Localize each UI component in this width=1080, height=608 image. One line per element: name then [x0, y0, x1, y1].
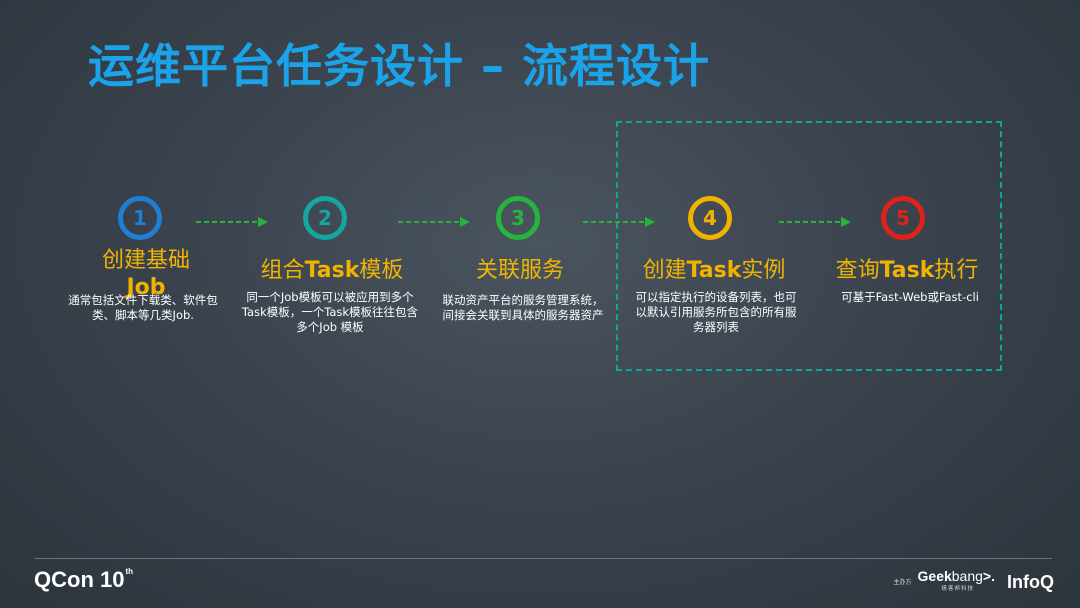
step-1-title: 创建基础 Job	[86, 247, 206, 301]
step-1-description: 通常包括文件下载类、软件包类、脚本等几类Job.	[68, 293, 218, 322]
step-5-number-circle: 5	[881, 196, 925, 240]
qcon-logo-mark: 10	[100, 567, 125, 592]
arrow-3-to-4-icon	[583, 217, 655, 227]
sponsor-logos: 主办方 Geekbang>. 极客邦科技 InfoQ	[893, 568, 1055, 593]
step-4-title: 创建Task实例	[624, 252, 804, 284]
slide-title: 运维平台任务设计 – 流程设计	[88, 39, 711, 93]
step-4-description: 可以指定执行的设备列表，也可以默认引用服务所包含的所有服务器列表	[635, 290, 797, 334]
step-3-title-text: 关联服务	[475, 258, 564, 283]
infoq-logo: InfoQ	[1007, 572, 1054, 592]
step-3-title: 关联服务	[455, 252, 585, 284]
step-4-number-circle: 4	[688, 196, 732, 240]
step-2-title-before: 组合	[260, 258, 305, 283]
step-1-title-bold: Job	[126, 275, 166, 300]
geekbang-subtitle: 极客邦科技	[941, 586, 975, 592]
step-4-title-before: 创建	[642, 258, 687, 283]
step-4-title-after: 实例	[741, 258, 786, 283]
qcon-logo-sup: th	[125, 567, 134, 576]
qcon-logo: QCon 10th	[34, 567, 133, 593]
arrow-4-to-5-icon	[779, 217, 851, 227]
step-5-title: 查询Task执行	[823, 252, 991, 284]
step-3-description: 联动资产平台的服务管理系统，间接会关联到具体的服务器资产	[442, 293, 604, 322]
host-label: 主办方	[893, 579, 912, 586]
step-1-number-circle: 1	[118, 196, 162, 240]
step-2-title-bold: Task	[304, 258, 360, 283]
step-2-description: 同一个Job模板可以被应用到多个Task模板，一个Task模板往往包含多个Job…	[241, 290, 419, 334]
step-2-number-circle: 2	[303, 196, 347, 240]
highlight-dashed-box	[616, 121, 1002, 371]
footer-divider	[34, 558, 1052, 559]
step-2-title: 组合Task模板	[247, 252, 417, 284]
qcon-logo-text: QCon	[34, 567, 94, 592]
arrow-2-to-3-icon	[398, 217, 470, 227]
step-5-title-after: 执行	[934, 258, 979, 283]
arrow-1-to-2-icon	[196, 217, 268, 227]
step-5-description: 可基于Fast-Web或Fast-cli	[841, 290, 979, 304]
geekbang-logo-rest: bang	[951, 568, 983, 584]
step-5-title-bold: Task	[879, 258, 935, 283]
step-3-number-circle: 3	[496, 196, 540, 240]
step-5-title-before: 查询	[835, 258, 880, 283]
geekbang-logo: Geekbang>. 极客邦科技	[917, 568, 995, 593]
geekbang-logo-mark: >.	[982, 568, 995, 584]
step-2-title-after: 模板	[359, 258, 404, 283]
step-4-title-bold: Task	[686, 258, 742, 283]
geekbang-logo-bold: Geek	[917, 568, 952, 584]
step-1-title-text: 创建基础	[101, 248, 190, 273]
